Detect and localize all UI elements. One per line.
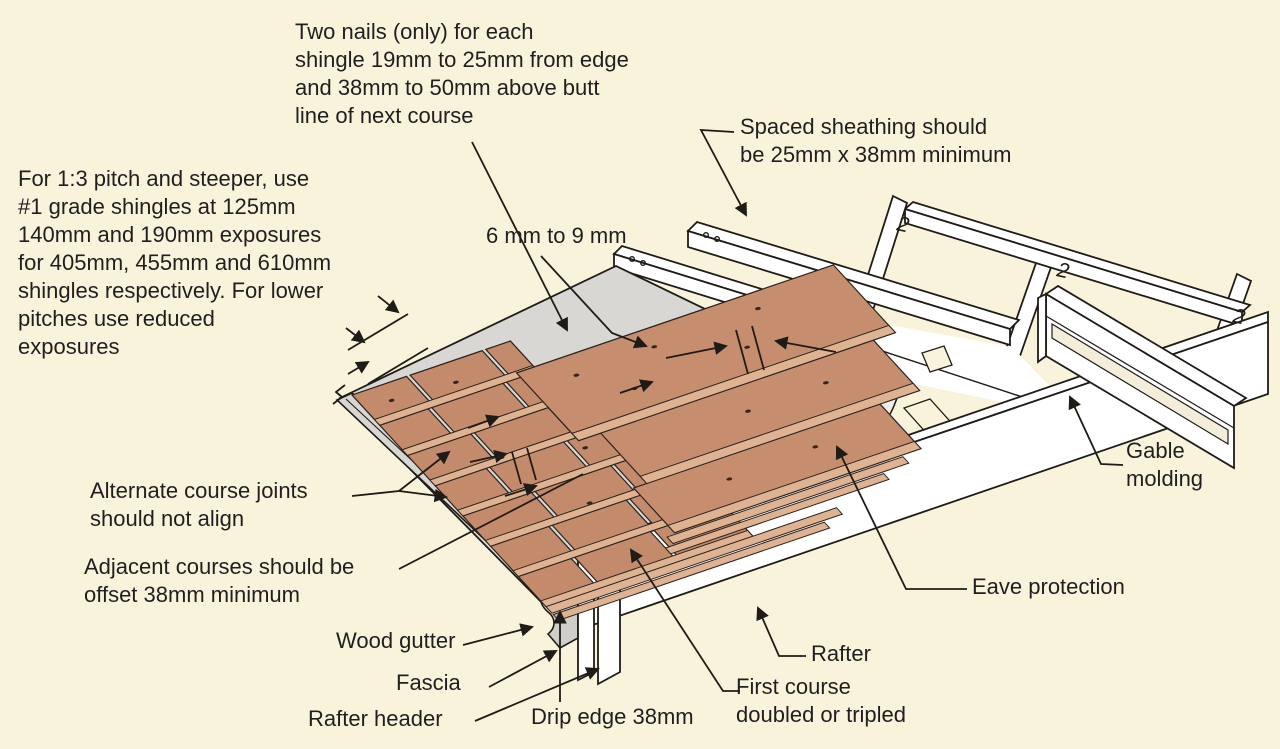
nail-mark bbox=[703, 231, 710, 238]
nail-mark bbox=[629, 256, 636, 263]
leader-two-nails bbox=[471, 141, 568, 332]
note-line: be 25mm x 38mm minimum bbox=[740, 142, 1012, 167]
note-line: Drip edge 38mm bbox=[531, 704, 694, 729]
nail-mark bbox=[640, 260, 647, 267]
note-first-course: First course doubled or tripled bbox=[736, 673, 906, 729]
note-fascia: Fascia bbox=[396, 669, 461, 697]
gap-arrow-right bbox=[774, 336, 837, 353]
note-adjacent-courses: Adjacent courses should be offset 38mm m… bbox=[84, 553, 354, 609]
note-line: Alternate course joints bbox=[90, 478, 308, 503]
note-eave-protection: Eave protection bbox=[972, 573, 1125, 601]
gap-arrow-left bbox=[665, 341, 728, 359]
note-line: Gable bbox=[1126, 438, 1185, 463]
leader-eave-protection bbox=[835, 445, 967, 590]
leader-adjacent-courses bbox=[398, 473, 584, 570]
nail-mark bbox=[714, 235, 721, 242]
break-marks: 2 2 2 bbox=[894, 212, 1247, 329]
joint-arrow bbox=[467, 414, 500, 429]
note-line: For 1:3 pitch and steeper, use bbox=[18, 166, 310, 191]
note-line: Wood gutter bbox=[336, 628, 456, 653]
joint-arrow bbox=[469, 449, 508, 464]
note-line: #1 grade shingles at 125mm bbox=[18, 194, 296, 219]
note-pitch-exposures: For 1:3 pitch and steeper, use #1 grade … bbox=[18, 165, 331, 361]
leader-first-course bbox=[629, 548, 740, 692]
note-line: Spaced sheathing should bbox=[740, 114, 988, 139]
note-line: 6 mm to 9 mm bbox=[486, 223, 627, 248]
gable-molding bbox=[1037, 284, 1248, 470]
note-line: molding bbox=[1126, 466, 1204, 491]
note-line: and 38mm to 50mm above butt bbox=[295, 75, 600, 100]
leader-spaced-sheathing bbox=[699, 129, 747, 217]
leader-fascia bbox=[488, 650, 558, 688]
joint-arrow bbox=[504, 483, 538, 497]
note-alternate-joints: Alternate course joints should not align bbox=[90, 477, 308, 533]
note-spaced-sheathing: Spaced sheathing should be 25mm x 38mm m… bbox=[740, 113, 1011, 169]
note-line: Fascia bbox=[396, 670, 461, 695]
note-line: Eave protection bbox=[972, 574, 1125, 599]
note-line: Rafter bbox=[811, 641, 871, 666]
large-shingle-butts bbox=[571, 324, 922, 534]
note-line: pitches use reduced bbox=[18, 306, 215, 331]
leader-alternate-joints bbox=[351, 490, 400, 497]
joint-gap-ticks bbox=[347, 313, 765, 485]
note-wood-gutter: Wood gutter bbox=[336, 627, 455, 655]
note-drip-edge: Drip edge 38mm bbox=[531, 703, 694, 731]
note-line: should not align bbox=[90, 506, 245, 531]
note-gable-molding: Gable molding bbox=[1126, 437, 1203, 493]
note-rafter-header: Rafter header bbox=[308, 705, 443, 733]
break-squiggle bbox=[332, 384, 346, 405]
note-line: for 405mm, 455mm and 610mm bbox=[18, 250, 332, 275]
note-line: Two nails (only) for each bbox=[295, 19, 534, 44]
note-gap-size: 6 mm to 9 mm bbox=[486, 222, 627, 250]
break-mark: 2 bbox=[1230, 304, 1247, 329]
leader-gap-size bbox=[540, 255, 648, 349]
leader-rafter bbox=[756, 606, 806, 657]
nail-dots bbox=[388, 307, 829, 505]
note-rafter: Rafter bbox=[811, 640, 871, 668]
leader-rafter-header bbox=[474, 667, 600, 722]
note-line: shingle 19mm to 25mm from edge bbox=[295, 47, 629, 72]
note-line: doubled or tripled bbox=[736, 702, 907, 727]
sheathing-gap bbox=[921, 345, 953, 373]
break-mark: 2 bbox=[1054, 258, 1071, 283]
note-line: exposures bbox=[18, 334, 120, 359]
leader-wood-gutter bbox=[462, 623, 534, 646]
leader-gable-molding bbox=[1068, 395, 1124, 466]
note-line: 140mm and 190mm exposures bbox=[18, 222, 322, 247]
exposure-arrow bbox=[377, 295, 400, 314]
note-two-nails: Two nails (only) for each shingle 19mm t… bbox=[295, 18, 629, 130]
note-line: line of next course bbox=[295, 103, 474, 128]
sheathing-plank-far bbox=[903, 200, 1252, 328]
leader-alternate-branch bbox=[398, 450, 451, 492]
first-course-stack bbox=[545, 456, 910, 621]
exposure-arrow bbox=[347, 360, 370, 375]
exposure-arrow bbox=[345, 327, 366, 344]
leader-lines bbox=[345, 129, 1124, 722]
break-mark: 2 bbox=[894, 212, 911, 237]
note-line: First course bbox=[736, 674, 851, 699]
leader-alternate-branch bbox=[398, 488, 449, 503]
note-line: Rafter header bbox=[308, 706, 443, 731]
note-line: shingles respectively. For lower bbox=[18, 278, 324, 303]
note-line: Adjacent courses should be bbox=[84, 554, 355, 579]
joint-arrow bbox=[619, 379, 654, 394]
note-line: offset 38mm minimum bbox=[84, 582, 300, 607]
